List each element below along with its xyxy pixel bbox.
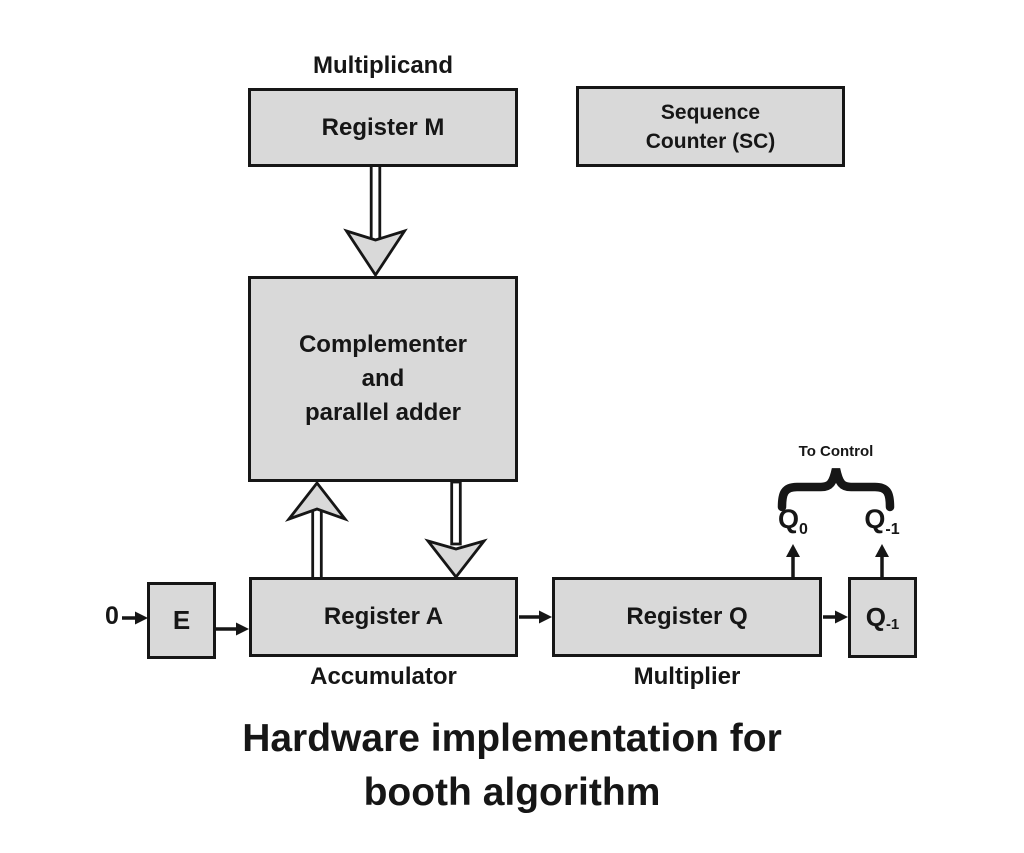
- accumulator-label: Accumulator: [310, 663, 457, 690]
- arrow-e-to-a: [216, 622, 249, 636]
- register-a-box: Register A: [249, 577, 518, 657]
- sequence-counter-line1: Sequence: [660, 100, 761, 124]
- q0-label-sub: 0: [799, 521, 808, 538]
- e-label: E: [172, 605, 191, 635]
- diagram-title-line2: booth algorithm: [363, 771, 661, 814]
- complementer-line1: Complementer: [298, 331, 468, 358]
- diagram-title-line1: Hardware implementation for: [242, 717, 782, 760]
- q0-label: Q0: [763, 504, 823, 538]
- sequence-counter-box: Sequence Counter (SC): [576, 86, 845, 167]
- q-minus-1-box-sub: -1: [885, 616, 900, 633]
- register-m-label: Register M: [321, 113, 445, 141]
- complementer-line3: parallel adder: [304, 399, 462, 426]
- q-minus-1-label: Q-1: [852, 504, 912, 538]
- arrow-q-to-qm1: [823, 610, 848, 624]
- diagram-title: Hardware implementation for booth algori…: [0, 712, 1024, 820]
- q-minus-1-label-main: Q: [864, 504, 886, 534]
- to-control-label: To Control: [798, 443, 874, 460]
- register-a-label: Register A: [323, 603, 444, 630]
- q0-label-main: Q: [778, 504, 800, 534]
- arrow-complementer-to-a: [424, 480, 488, 580]
- arrow-a-to-complementer: [284, 480, 350, 581]
- arrow-m-to-complementer: [343, 163, 408, 278]
- complementer-line2: and: [361, 365, 405, 392]
- arrow-qm1-to-label: [875, 544, 889, 577]
- register-q-box: Register Q: [552, 577, 822, 657]
- register-m-box: Register M: [248, 88, 518, 167]
- sequence-counter-line2: Counter (SC): [645, 129, 776, 153]
- arrow-q-to-q0-label: [786, 544, 800, 577]
- register-q-label: Register Q: [626, 603, 748, 630]
- multiplicand-label: Multiplicand: [313, 52, 453, 79]
- zero-input-label: 0: [105, 602, 119, 630]
- q-minus-1-box-main: Q: [865, 602, 886, 632]
- q-minus-1-label-sub: -1: [885, 521, 900, 538]
- multiplier-label: Multiplier: [633, 663, 741, 690]
- complementer-box: Complementer and parallel adder: [248, 276, 518, 482]
- to-control-brace: [777, 468, 895, 512]
- arrow-a-to-q: [519, 610, 552, 624]
- q-minus-1-box: Q-1: [848, 577, 917, 658]
- e-flipflop-box: E: [147, 582, 216, 659]
